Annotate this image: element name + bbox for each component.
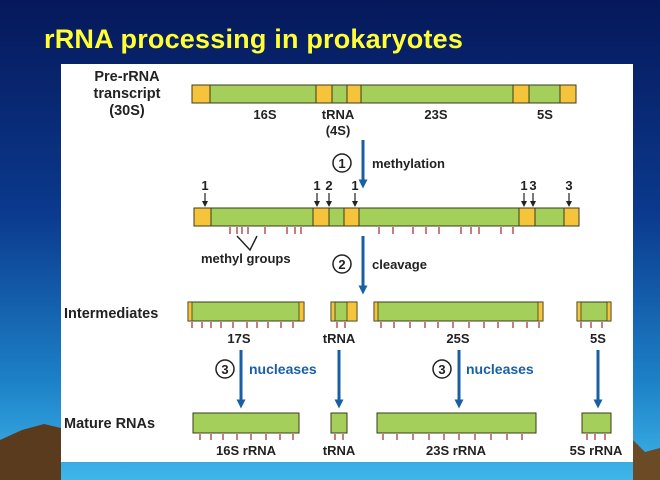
spacer: [346, 84, 362, 104]
mature-row: Mature RNAs 16S rRNA tRNA 23S rRNA 5S rR…: [64, 412, 623, 458]
mountain-left: [0, 424, 61, 480]
segment-label-16s: 16S: [253, 107, 276, 122]
intermediate-5s: [576, 301, 612, 322]
intermediate-17s: [187, 301, 305, 322]
mountain-right: [633, 440, 660, 480]
site-number: 1: [520, 178, 527, 193]
pre-rrna-label-line1: Pre-rRNA: [94, 69, 160, 85]
step-circle-3-left: [215, 359, 235, 379]
mature-label-16s-rrna: 16S rRNA: [216, 443, 277, 458]
spacer: [191, 84, 211, 104]
spacer: [312, 207, 330, 227]
slide-title: rRNA processing in prokaryotes: [44, 24, 464, 54]
spacer: [330, 301, 336, 322]
site-number: 1: [313, 178, 320, 193]
spacer: [346, 301, 358, 322]
spacer: [298, 301, 305, 322]
pre-rrna-label-line3: (30S): [109, 103, 145, 119]
segment-label-5s: 5S: [537, 107, 553, 122]
step-number-3-right: 3: [438, 362, 445, 377]
spacer: [343, 207, 360, 227]
site-number: 1: [351, 178, 358, 193]
intermediates-row: Intermediates 17S: [64, 301, 612, 346]
segment-label-4s: (4S): [326, 123, 351, 138]
spacer: [512, 84, 530, 104]
spacer: [606, 301, 612, 322]
mature-5s-rrna: [581, 412, 612, 434]
site-number: 1: [201, 178, 208, 193]
mature-label-trna: tRNA: [323, 443, 356, 458]
pre-rrna-label-line2: transcript: [94, 86, 161, 102]
mature-label-5s-rrna: 5S rRNA: [570, 443, 623, 458]
mature-trna: [330, 412, 348, 434]
step-methylation: 1 methylation: [332, 140, 445, 189]
methylated-row: 1 1 2 1 1 3 3: [193, 178, 580, 266]
intermediate-label-5s: 5S: [590, 331, 606, 346]
mature-methyl-ticks: [199, 434, 606, 440]
intermediate-label-25s: 25S: [446, 331, 469, 346]
spacer: [187, 301, 193, 322]
diagram-panel: Pre-rRNA transcript (30S) 16S tRNA (4S) …: [61, 64, 633, 462]
spacer: [373, 301, 379, 322]
step-label-nucleases-right: nucleases: [466, 361, 534, 377]
site-number: 2: [325, 178, 332, 193]
segment-label-23s: 23S: [424, 107, 447, 122]
mature-rnas-label: Mature RNAs: [64, 416, 155, 432]
step-circle-1: [332, 153, 352, 173]
pre-rrna-row: Pre-rRNA transcript (30S) 16S tRNA (4S) …: [94, 69, 577, 138]
spacer: [563, 207, 580, 227]
intermediate-25s: [373, 301, 544, 322]
intermediate-methyl-ticks: [191, 322, 603, 328]
intermediate-label-17s: 17S: [227, 331, 250, 346]
spacer: [559, 84, 577, 104]
mature-16s-rrna: [192, 412, 300, 434]
cleavage-site-arrows: [202, 193, 572, 207]
step-number-2: 2: [338, 257, 345, 272]
step-cleavage: 2 cleavage: [332, 236, 427, 295]
spacer: [315, 84, 333, 104]
step-number-3-left: 3: [221, 362, 228, 377]
rrna-processing-diagram: Pre-rRNA transcript (30S) 16S tRNA (4S) …: [64, 69, 623, 458]
mature-label-23s-rrna: 23S rRNA: [426, 443, 487, 458]
spacer: [518, 207, 536, 227]
step-label-methylation: methylation: [372, 156, 445, 171]
step-circle-2: [332, 254, 352, 274]
step-circle-3-right: [432, 359, 452, 379]
methyl-groups-pointer: [236, 235, 258, 252]
step-label-cleavage: cleavage: [372, 257, 427, 272]
step-number-1: 1: [338, 156, 345, 171]
methyl-group-ticks: [229, 227, 514, 234]
site-number: 3: [529, 178, 536, 193]
site-number: 3: [565, 178, 572, 193]
spacer: [537, 301, 544, 322]
step-label-nucleases-left: nucleases: [249, 361, 317, 377]
mature-23s-rrna: [376, 412, 537, 434]
intermediate-label-trna: tRNA: [323, 331, 356, 346]
spacer: [193, 207, 212, 227]
spacer: [576, 301, 582, 322]
step-nucleases: 3 nucleases 3 nucleases: [215, 350, 603, 409]
methyl-groups-label: methyl groups: [201, 251, 291, 266]
segment-label-trna: tRNA: [322, 107, 355, 122]
intermediates-label: Intermediates: [64, 306, 158, 322]
